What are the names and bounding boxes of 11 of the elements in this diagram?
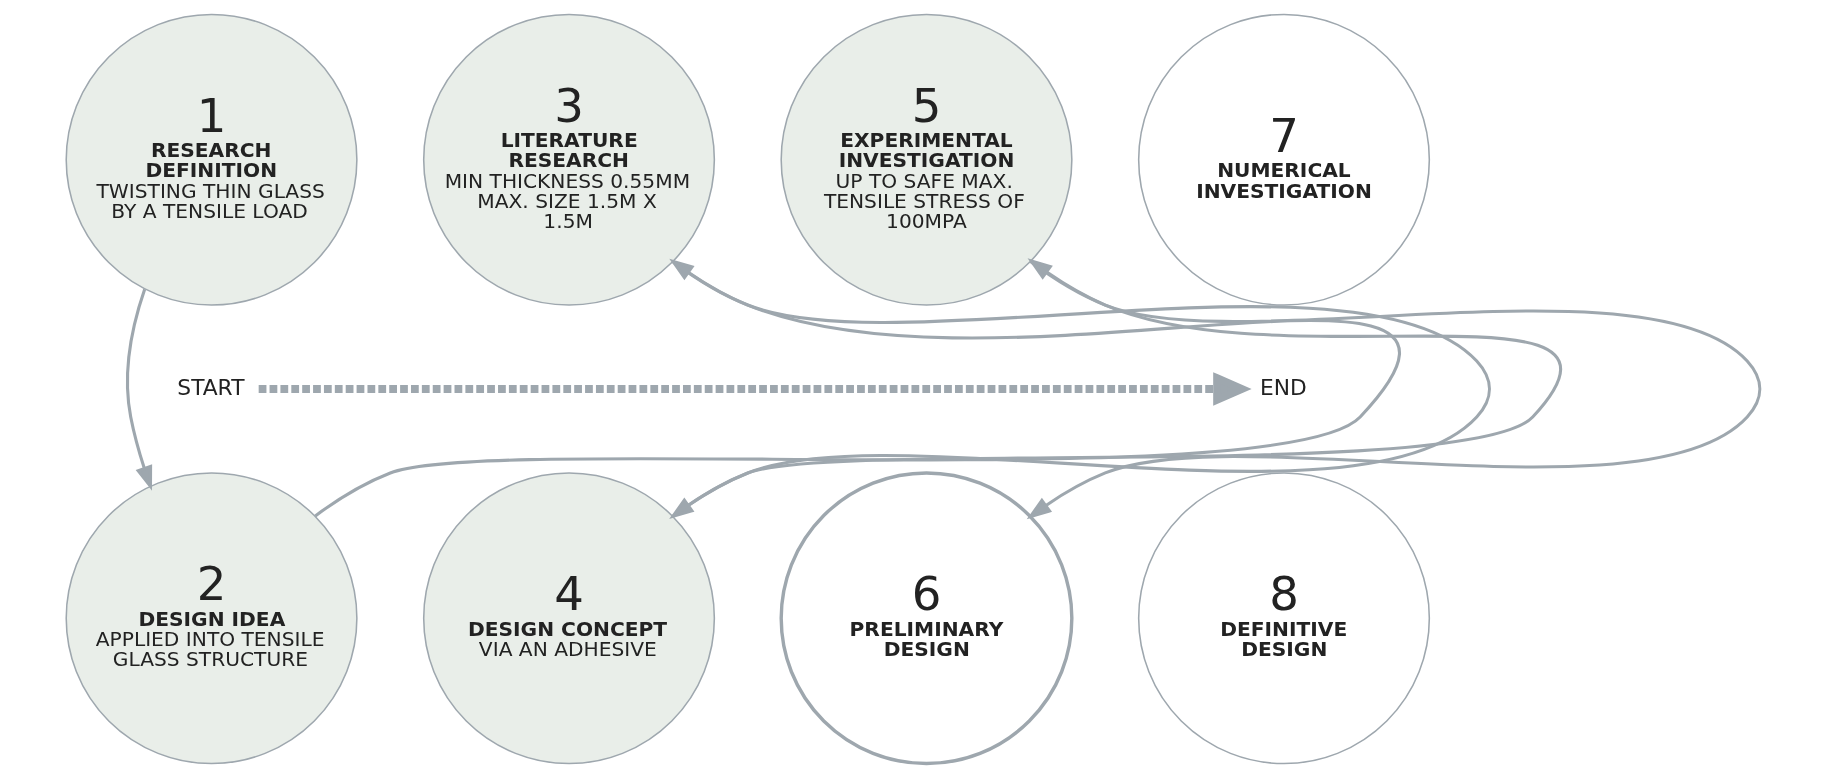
node-circle: 3 LITERATURE RESEARCH MIN THICKNESS 0.55MM MAX. SIZE 1.5M X 1.5M [422,13,715,306]
node-circle: 1 RESEARCH DEFINITION TWISTING THIN GLASS BY A TENSILE LOAD [64,13,358,306]
node-circle: 7 NUMERICAL INVESTIGATION [1137,13,1430,306]
node-circle: 5 EXPERIMENTAL INVESTIGATION UP TO SAFE MAX. TENSILE STRESS OF 100MPA [779,13,1073,306]
node-circle: 4 DESIGN CONCEPT VIA AN ADHESIVE [422,472,715,765]
node-circle: 2 DESIGN IDEA APPLIED INTO TENSILE GLASS STRUCTURE [64,472,358,765]
node-circle: 8 DEFINITIVE DESIGN [1137,472,1430,765]
node-text: START [176,374,244,400]
arrow [125,288,152,491]
node-text: END [1259,374,1307,400]
node-circle: 6 PRELIMINARY DESIGN [779,471,1074,766]
